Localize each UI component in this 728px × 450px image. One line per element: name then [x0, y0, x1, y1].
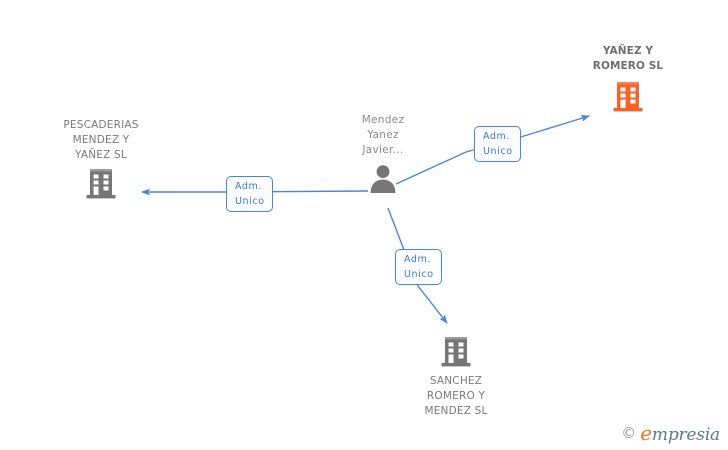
brand-wordmark: empresia — [640, 423, 720, 444]
person-icon[interactable] — [368, 163, 398, 193]
edge-label-adm-unico-pescaderias[interactable]: Adm. Unico — [226, 176, 273, 212]
node-label-person-center: Mendez Yanez Javier... — [361, 114, 405, 156]
copyright-icon: © — [621, 424, 637, 442]
edge-label-line-2: Unico — [235, 196, 265, 207]
building-icon[interactable] — [84, 167, 118, 201]
brand-rest: mpresia — [651, 425, 720, 445]
brand-initial: e — [640, 421, 652, 445]
edge-label-line-1: Adm. — [235, 181, 263, 192]
node-pescaderias[interactable]: PESCADERIAS MENDEZ Y YAÑEZ SL — [26, 118, 176, 201]
edge-label-adm-unico-sanchez-romero[interactable]: Adm. Unico — [395, 249, 442, 285]
edge-label-line-2: Unico — [483, 146, 513, 157]
empresia-watermark: © empresia — [621, 423, 720, 444]
node-label-yanez-romero: YAÑEZ Y ROMERO SL — [592, 45, 664, 72]
building-icon[interactable] — [439, 335, 473, 369]
node-label-sanchez-romero: SANCHEZ ROMERO Y MENDEZ SL — [424, 375, 488, 417]
node-person-center[interactable]: Mendez Yanez Javier... — [308, 113, 458, 193]
edge-label-adm-unico-yanez-romero[interactable]: Adm. Unico — [474, 126, 521, 162]
building-icon[interactable] — [611, 80, 645, 114]
node-sanchez-romero[interactable]: SANCHEZ ROMERO Y MENDEZ SL — [381, 335, 531, 419]
node-label-pescaderias: PESCADERIAS MENDEZ Y YAÑEZ SL — [63, 119, 139, 161]
node-yanez-romero[interactable]: YAÑEZ Y ROMERO SL — [553, 44, 703, 114]
edge-label-line-1: Adm. — [404, 254, 432, 265]
edge-label-line-1: Adm. — [483, 131, 511, 142]
edge-label-line-2: Unico — [404, 269, 434, 280]
